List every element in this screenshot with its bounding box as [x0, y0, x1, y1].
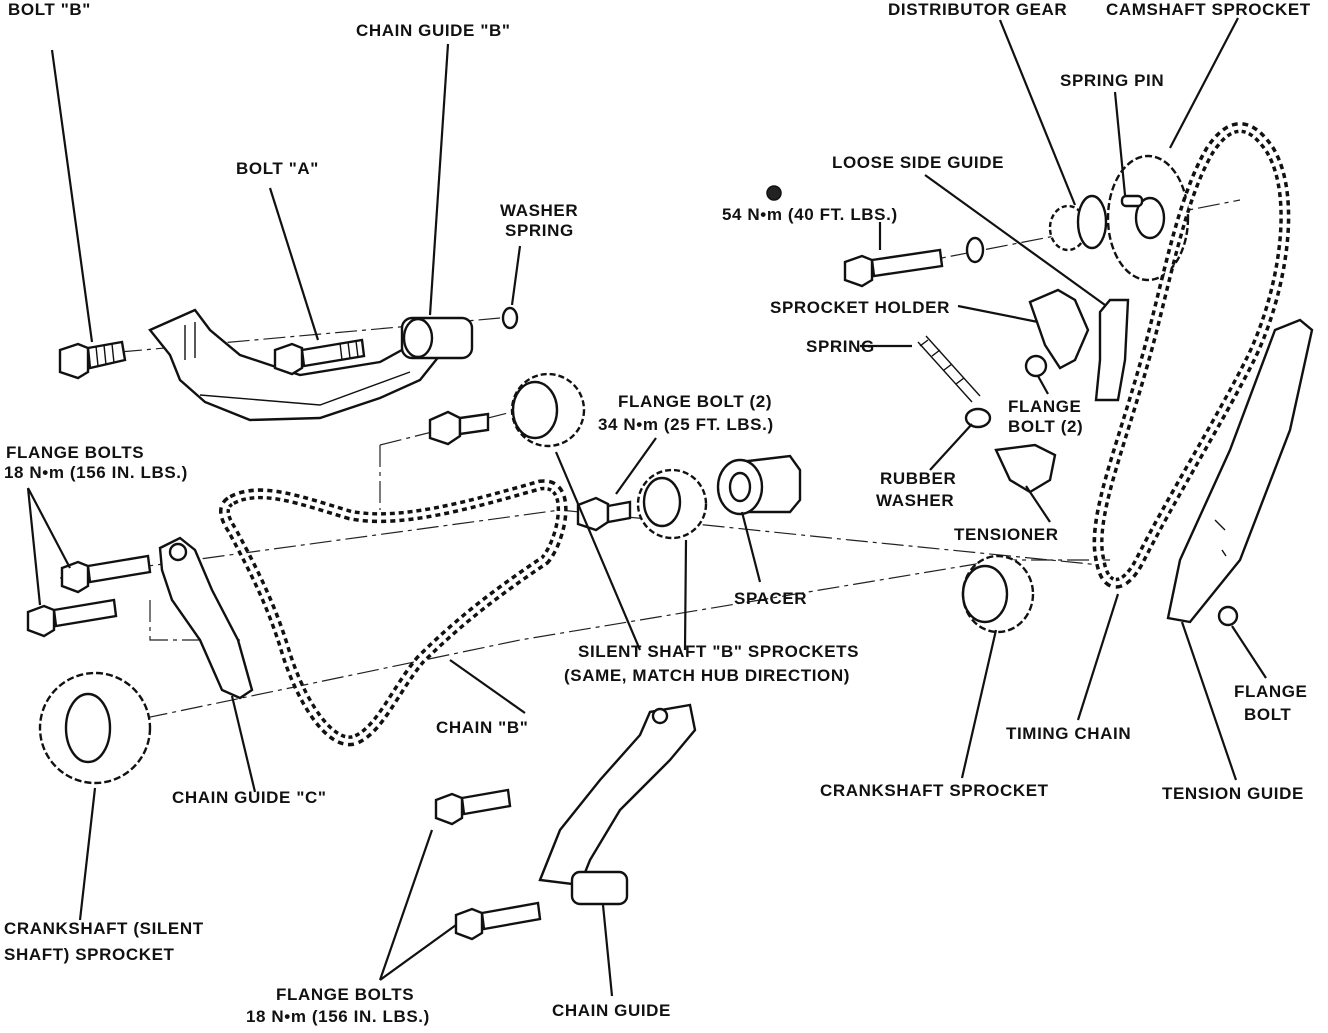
- flange-bolts-bottom-parts: [434, 788, 542, 941]
- label-chain-guide-b: CHAIN GUIDE "B": [356, 21, 511, 40]
- label-spring: SPRING: [806, 337, 875, 356]
- crankshaft-silent-shaft-sprocket-part: [38, 671, 152, 785]
- sprocket-holder-part: [1028, 288, 1090, 370]
- label-flange-bolts-bottom-line1: FLANGE BOLTS: [276, 985, 414, 1004]
- label-silent-shaft-line1: SILENT SHAFT "B" SPROCKETS: [578, 642, 859, 661]
- label-flange-bolts-bottom-line2: 18 N•m (156 IN. LBS.): [246, 1007, 430, 1026]
- label-flange-bolts-top-line2: 18 N•m (156 IN. LBS.): [4, 463, 188, 482]
- spring-part: [917, 335, 981, 403]
- label-flange-bolts-top-line1: FLANGE BOLTS: [6, 443, 144, 462]
- label-timing-chain: TIMING CHAIN: [1006, 724, 1131, 743]
- label-tensioner: TENSIONER: [954, 525, 1059, 544]
- label-flange-bolt-right-line1: FLANGE: [1234, 682, 1307, 701]
- leader-lines: [26, 17, 1267, 997]
- tension-guide-part: [1166, 318, 1314, 627]
- chain-guide-b-part: [148, 308, 474, 422]
- label-bolt-a: BOLT "A": [236, 159, 319, 178]
- label-spring-pin: SPRING PIN: [1060, 71, 1164, 90]
- flange-bolt-holder-part: [1024, 354, 1048, 378]
- label-sprocket-holder: SPROCKET HOLDER: [770, 298, 950, 317]
- tensioner-part: [994, 443, 1057, 494]
- label-flange-bolt-mid-line1: FLANGE BOLT (2): [618, 392, 772, 411]
- label-washer-spring-line2: SPRING: [505, 221, 574, 240]
- label-rubber-washer-line2: WASHER: [876, 491, 954, 510]
- distributor-gear-part: [1048, 194, 1108, 252]
- label-camshaft-sprocket: CAMSHAFT SPROCKET: [1106, 0, 1311, 19]
- crankshaft-sprocket-part: [961, 554, 1035, 634]
- label-flange-bolt-holder-line2: BOLT (2): [1008, 417, 1083, 436]
- camshaft-sprocket-part: [1106, 154, 1190, 282]
- chain-guide-c-part: [158, 536, 254, 700]
- label-chain-guide-c: CHAIN GUIDE "C": [172, 788, 327, 807]
- lower-chain-guide-part: [538, 703, 697, 906]
- timing-chain-part: [1092, 122, 1291, 589]
- label-spacer: SPACER: [734, 589, 807, 608]
- label-chain-b: CHAIN "B": [436, 718, 528, 737]
- label-crankshaft-sprocket: CRANKSHAFT SPROCKET: [820, 781, 1049, 800]
- label-distributor-gear: DISTRIBUTOR GEAR: [888, 0, 1067, 19]
- label-torque-54: 54 N•m (40 FT. LBS.): [722, 205, 898, 224]
- camshaft-bolt-part: [766, 185, 985, 288]
- label-crankshaft-silent-line2: SHAFT) SPROCKET: [4, 945, 175, 964]
- label-tension-guide: TENSION GUIDE: [1162, 784, 1304, 803]
- washer-spring-part: [501, 306, 519, 330]
- bolt-a-part: [273, 338, 366, 376]
- flange-bolts-left-parts: [26, 554, 152, 638]
- upper-silent-shaft-sprocket: [428, 372, 586, 448]
- label-rubber-washer-line1: RUBBER: [880, 469, 956, 488]
- label-loose-side-guide: LOOSE SIDE GUIDE: [832, 153, 1004, 172]
- label-crankshaft-silent-line1: CRANKSHAFT (SILENT: [4, 919, 204, 938]
- label-flange-bolt-right-line2: BOLT: [1244, 705, 1291, 724]
- loose-side-guide-part: [1094, 298, 1130, 402]
- spacer-part: [716, 454, 802, 516]
- label-bolt-b: BOLT "B": [8, 0, 91, 19]
- chain-b-part: [219, 479, 568, 747]
- label-washer-spring-line1: WASHER: [500, 201, 578, 220]
- bolt-b-part: [58, 340, 127, 380]
- label-flange-bolt-holder-line1: FLANGE: [1008, 397, 1081, 416]
- label-chain-guide: CHAIN GUIDE: [552, 1001, 671, 1020]
- label-silent-shaft-line2: (SAME, MATCH HUB DIRECTION): [564, 666, 850, 685]
- lower-silent-shaft-sprocket: [576, 468, 708, 540]
- label-flange-bolt-mid-line2: 34 N•m (25 FT. LBS.): [598, 415, 774, 434]
- rubber-washer-part: [964, 407, 992, 429]
